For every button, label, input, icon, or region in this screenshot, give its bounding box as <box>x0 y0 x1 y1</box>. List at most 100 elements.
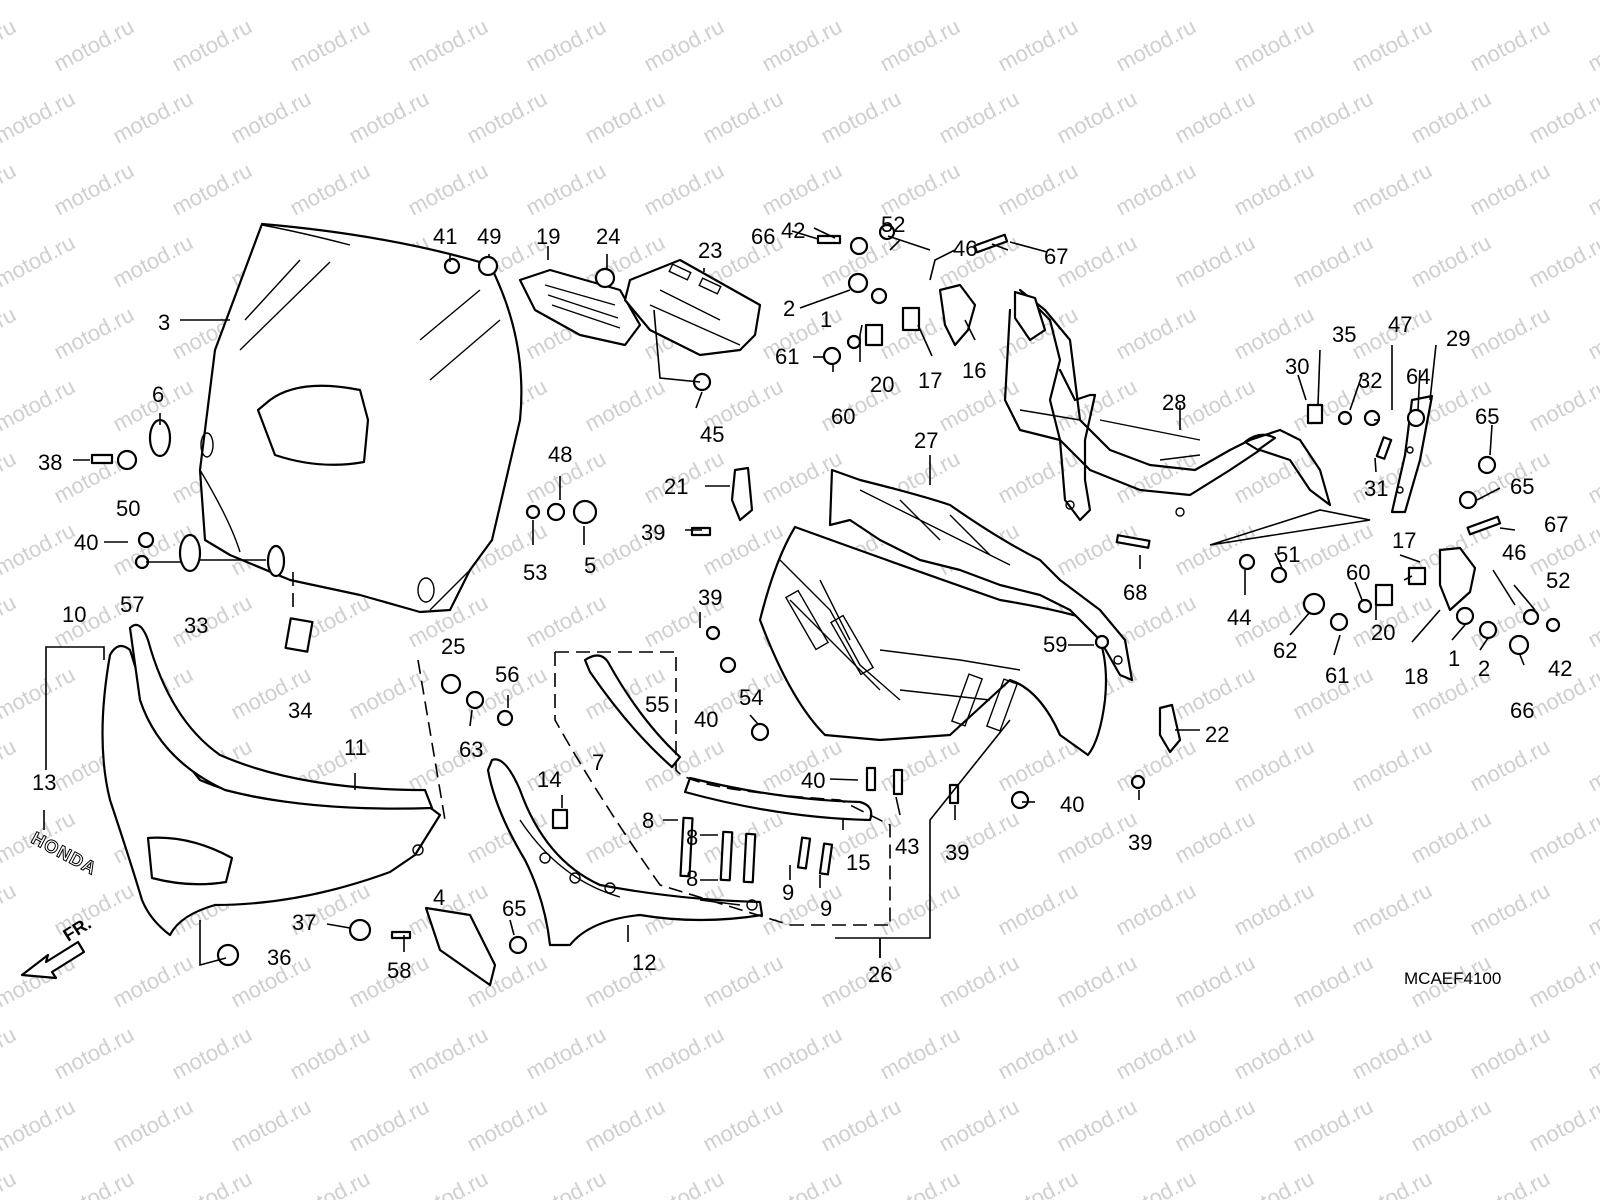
callout-35: 35 <box>1332 322 1356 347</box>
callout-60b: 60 <box>1346 560 1370 585</box>
watermark-text: motod.ru <box>1407 1094 1495 1157</box>
callout-37: 37 <box>292 910 316 935</box>
watermark-text: motod.ru <box>1525 950 1600 1013</box>
watermark-text: motod.ru <box>1348 1166 1436 1200</box>
callout-23: 23 <box>698 238 722 263</box>
watermark-text: motod.ru <box>640 1166 728 1200</box>
callout-21: 21 <box>664 474 688 499</box>
watermark-text: motod.ru <box>1525 86 1600 149</box>
watermark-text: motod.ru <box>1525 374 1600 437</box>
watermark-text: motod.ru <box>1053 0 1141 4</box>
callout-8b: 8 <box>686 825 698 850</box>
watermark-text: motod.ru <box>168 1166 256 1200</box>
callout-43: 43 <box>895 834 919 859</box>
callout-1a: 1 <box>820 307 832 332</box>
watermark-text: motod.ru <box>581 374 669 437</box>
callout-63: 63 <box>459 737 483 762</box>
watermark-text: motod.ru <box>168 590 256 653</box>
hardware-parts <box>90 223 1561 967</box>
watermark-text: motod.ru <box>109 950 197 1013</box>
watermark-text: motod.ru <box>994 1166 1082 1200</box>
watermark-text: motod.ru <box>404 14 492 77</box>
watermark-text: motod.ru <box>994 734 1082 797</box>
watermark-text: motod.ru <box>1466 1166 1554 1200</box>
watermark-text: motod.ru <box>109 86 197 149</box>
watermark-text: motod.ru <box>1112 734 1200 797</box>
watermark-text: motod.ru <box>581 86 669 149</box>
callout-28: 28 <box>1162 390 1186 415</box>
callout-58: 58 <box>387 958 411 983</box>
callout-39c: 39 <box>945 840 969 865</box>
watermark-text: motod.ru <box>0 446 20 509</box>
callout-67b: 67 <box>1544 512 1568 537</box>
watermark-text: motod.ru <box>286 14 374 77</box>
callout-30: 30 <box>1285 354 1309 379</box>
callout-33: 33 <box>184 613 208 638</box>
upper-frame-part <box>828 468 1134 682</box>
watermark-text: motod.ru <box>463 86 551 149</box>
watermark-text: motod.ru <box>1348 1022 1436 1085</box>
watermark-text: motod.ru <box>876 1022 964 1085</box>
callout-44: 44 <box>1227 605 1251 630</box>
watermark-text: motod.ru <box>1171 662 1259 725</box>
watermark-text: motod.ru <box>1466 734 1554 797</box>
callout-49: 49 <box>477 224 501 249</box>
watermark-text: motod.ru <box>1407 806 1495 869</box>
watermark-text: motod.ru <box>1289 1094 1377 1157</box>
watermark-text: motod.ru <box>1348 158 1436 221</box>
callout-32: 32 <box>1358 368 1382 393</box>
front-cover-part <box>101 623 442 937</box>
watermark-text: motod.ru <box>699 0 787 4</box>
mounting-frame-part <box>1003 288 1332 522</box>
watermark-text: motod.ru <box>758 1022 846 1085</box>
callout-22: 22 <box>1205 722 1229 747</box>
callout-11: 11 <box>344 735 367 760</box>
watermark-text: motod.ru <box>1348 446 1436 509</box>
watermark-text: motod.ru <box>1230 878 1318 941</box>
watermark-text: motod.ru <box>1171 230 1259 293</box>
callout-51: 51 <box>1276 542 1300 567</box>
callout-29: 29 <box>1446 326 1470 351</box>
watermark-text: motod.ru <box>404 1022 492 1085</box>
watermark-text: motod.ru <box>1525 806 1600 869</box>
callout-2a: 2 <box>783 296 795 321</box>
vent-duct-parts <box>518 258 762 357</box>
callout-64: 64 <box>1406 364 1430 389</box>
watermark-text: motod.ru <box>168 1022 256 1085</box>
watermark-text: motod.ru <box>522 1166 610 1200</box>
callout-39a: 39 <box>641 520 665 545</box>
callout-12: 12 <box>632 950 656 975</box>
watermark-text: motod.ru <box>0 1094 79 1157</box>
callout-9a: 9 <box>782 880 794 905</box>
callout-52a: 52 <box>881 212 905 237</box>
watermark-text: motod.ru <box>404 158 492 221</box>
watermark-text: motod.ru <box>1584 1166 1600 1200</box>
diagram-code: MCAEF4100 <box>1404 969 1501 988</box>
callout-61b: 61 <box>1325 663 1349 688</box>
callout-53: 53 <box>523 560 547 585</box>
callout-19: 19 <box>536 224 560 249</box>
watermark-text: motod.ru <box>1348 734 1436 797</box>
callout-27: 27 <box>914 428 938 453</box>
watermark-text: motod.ru <box>1112 1166 1200 1200</box>
callout-39d: 39 <box>1128 830 1152 855</box>
watermark-text: motod.ru <box>581 0 669 4</box>
watermark-text: motod.ru <box>286 158 374 221</box>
watermark-text: motod.ru <box>1112 1022 1200 1085</box>
watermark-text: motod.ru <box>935 374 1023 437</box>
watermark-text: motod.ru <box>1407 230 1495 293</box>
callout-41: 41 <box>433 224 457 249</box>
windscreen-part <box>198 222 523 614</box>
watermark-text: motod.ru <box>1230 158 1318 221</box>
watermark-text: motod.ru <box>994 878 1082 941</box>
watermark-text: motod.ru <box>994 1022 1082 1085</box>
watermark-text: motod.ru <box>1348 878 1436 941</box>
watermark-text: motod.ru <box>758 1166 846 1200</box>
watermark-text: motod.ru <box>1348 14 1436 77</box>
callout-31: 31 <box>1364 476 1388 501</box>
callout-13: 13 <box>32 770 56 795</box>
watermark-text: motod.ru <box>0 374 79 437</box>
callout-34: 34 <box>288 698 312 723</box>
watermark-text: motod.ru <box>994 158 1082 221</box>
watermark-text: motod.ru <box>876 1166 964 1200</box>
